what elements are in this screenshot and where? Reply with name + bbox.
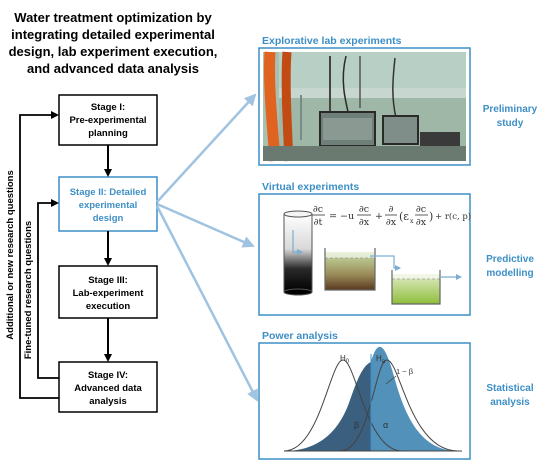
settling-column-illustration: [283, 210, 313, 296]
stage-2-line-2: experimental: [79, 200, 138, 211]
stage-3-line-3: execution: [86, 301, 131, 312]
panel-1-title: Explorative lab experiments: [262, 35, 402, 47]
stage-4-line-1: Stage IV:: [88, 370, 128, 381]
panel-1-side-line-1: Preliminary: [483, 104, 538, 115]
stage-4-line-2: Advanced data: [74, 383, 142, 394]
panel-1-side-line-2: study: [497, 118, 524, 129]
settling-tank-2-illustration: [391, 270, 462, 305]
stage-1-box: Stage I: Pre-experimental planning: [58, 94, 158, 146]
eq-t3: + r(c, p): [435, 211, 471, 222]
eq-t2-close: ): [429, 210, 433, 223]
stage-1-line-1: Stage I:: [91, 102, 125, 113]
title-line-3: design, lab experiment execution,: [9, 44, 218, 59]
panel-2-side-line-2: modelling: [486, 268, 533, 279]
title-line-4: and advanced data analysis: [27, 61, 199, 76]
power-region-overlay: [371, 346, 458, 451]
panel-3-title: Power analysis: [262, 330, 338, 342]
power-region: [371, 346, 458, 451]
eq-t2-inner-den: ∂x: [416, 217, 427, 228]
panel-2-title: Virtual experiments: [262, 181, 359, 193]
eq-t1-den: ∂x: [359, 217, 370, 228]
stage-4-line-3: analysis: [89, 396, 127, 407]
stage-1-line-2: Pre-experimental: [69, 115, 146, 126]
connector-arrow-to-virtual: [156, 202, 255, 248]
stage-3-line-1: Stage III:: [88, 275, 128, 286]
inner-loop-label: Fine-tuned research questions: [23, 221, 34, 359]
stage-3-box: Stage III: Lab-experiment execution: [58, 265, 158, 319]
inner-feedback-loop: [37, 199, 59, 379]
eq-t2-sign: +: [375, 211, 383, 222]
ha-label: Ha: [376, 354, 386, 365]
h0-label: H0: [340, 354, 350, 365]
eq-t2-inner-sub: x: [410, 218, 414, 225]
panel-3-side-line-1: Statistical: [486, 383, 533, 394]
outer-loop-label: Additional or new research questions: [5, 170, 16, 339]
stage-4-box: Stage IV: Advanced data analysis: [58, 361, 158, 413]
stage-3-line-2: Lab-experiment: [73, 288, 145, 299]
one-minus-beta-label: 1 − β: [396, 367, 414, 376]
panel-3-side-line-2: analysis: [490, 397, 530, 408]
eq-t1-sign: = −u: [329, 211, 354, 222]
alpha-label: α: [383, 420, 388, 430]
power-analysis-plot: H0 Ha 1 − β β α: [283, 346, 462, 452]
settling-tank-1-illustration: [324, 248, 401, 291]
title-line-2: integrating detailed experimental: [11, 27, 215, 42]
eq-lhs-num: ∂c: [313, 204, 323, 215]
eq-t1-num: ∂c: [359, 204, 369, 215]
panel-2-side-line-1: Predictive: [486, 254, 534, 265]
one-minus-beta-pointer: [385, 375, 397, 385]
advection-dispersion-equation: ∂c ∂t = −u ∂c ∂x + ∂ ∂x (ε x ∂c ∂x ) + r…: [311, 204, 471, 228]
stage-2-line-1: Stage II: Detailed: [70, 187, 147, 198]
connector-arrow-to-power: [155, 205, 259, 402]
eq-t2-inner: (ε: [399, 210, 409, 223]
eq-lhs-den: ∂t: [314, 217, 323, 228]
outer-feedback-loop: [19, 111, 59, 399]
connector-arrow-to-lab: [156, 93, 257, 203]
h0-curve: [283, 359, 403, 452]
eq-t2-den: ∂x: [386, 217, 397, 228]
lab-photo: [263, 51, 466, 162]
eq-t2-num: ∂: [389, 204, 394, 215]
beta-label: β: [354, 420, 359, 430]
ha-curve: [339, 359, 459, 452]
stage-2-line-3: design: [93, 213, 124, 224]
title-line-1: Water treatment optimization by: [14, 10, 212, 25]
beta-region: [284, 362, 371, 451]
eq-t2-inner-num: ∂c: [416, 204, 426, 215]
stage-2-box: Stage II: Detailed experimental design: [58, 176, 158, 232]
stage-1-line-3: planning: [88, 128, 128, 139]
